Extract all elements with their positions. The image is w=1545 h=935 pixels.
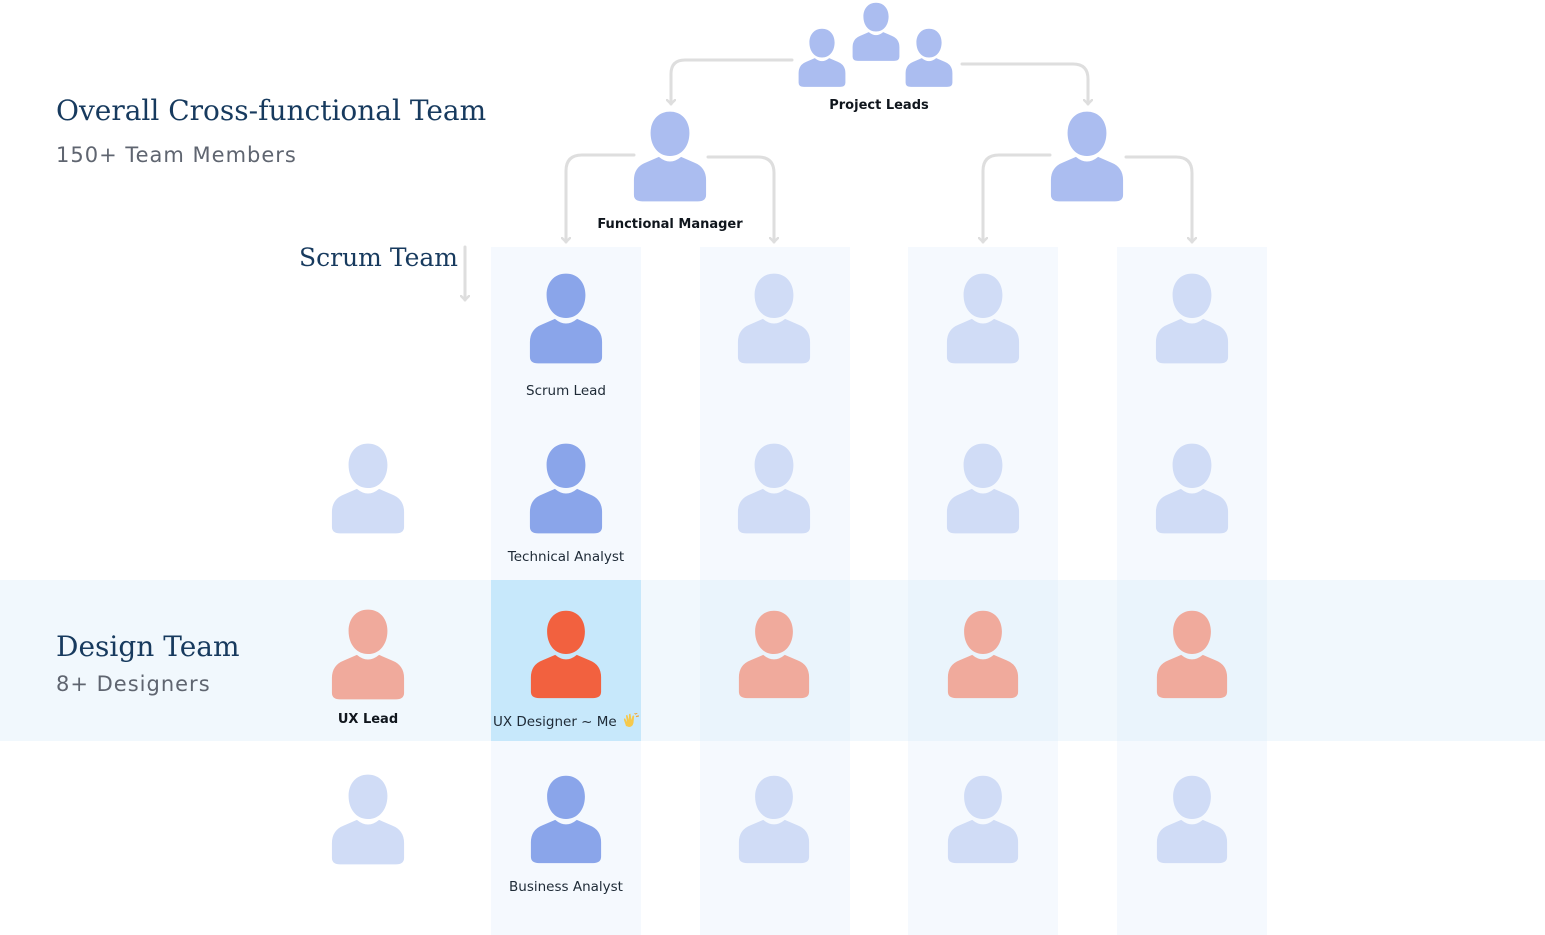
technical-analyst-label: Technical Analyst	[507, 549, 625, 565]
business-analyst-label: Business Analyst	[509, 879, 623, 895]
person-icon	[947, 610, 1019, 699]
person-icon	[852, 2, 900, 61]
person-icon	[738, 610, 810, 699]
ux-designer-me-text: UX Designer ~ Me	[492, 714, 617, 730]
person-icon	[798, 28, 846, 87]
person-icon	[905, 28, 953, 87]
design-team-title: Design Team	[56, 630, 240, 663]
person-icon	[947, 775, 1019, 864]
person-icon	[331, 443, 405, 534]
connector-manager2-col4	[1124, 155, 1192, 244]
person-icon	[1155, 273, 1229, 364]
project-leads-label: Project Leads	[829, 98, 929, 113]
person-icon	[1050, 111, 1124, 202]
person-icon	[530, 610, 602, 699]
scrum-lead-label: Scrum Lead	[526, 383, 606, 399]
ux-designer-me-label: UX Designer ~ Me	[492, 711, 640, 730]
design-team-subtitle: 8+ Designers	[56, 672, 211, 696]
person-icon	[738, 775, 810, 864]
person-icon	[737, 443, 811, 534]
connector-manager2-col3	[983, 153, 1052, 244]
page-subtitle: 150+ Team Members	[56, 143, 297, 167]
connector-leads-right	[960, 62, 1088, 106]
functional-manager-label: Functional Manager	[597, 217, 743, 232]
person-icon	[633, 111, 707, 202]
person-icon	[1156, 610, 1228, 699]
scrum-team-title: Scrum Team	[299, 243, 458, 272]
person-icon	[1155, 443, 1229, 534]
person-icon	[1156, 775, 1228, 864]
person-icon	[946, 273, 1020, 364]
person-icon	[946, 443, 1020, 534]
ux-lead-label: UX Lead	[337, 712, 399, 727]
connector-manager-col2	[706, 155, 774, 244]
connector-leads-left	[671, 58, 794, 106]
clapping-hands-icon	[623, 711, 640, 727]
connector-manager-col1	[566, 153, 636, 244]
page-title: Overall Cross-functional Team	[56, 94, 487, 127]
person-icon	[737, 273, 811, 364]
person-icon	[331, 774, 405, 865]
person-icon	[331, 609, 405, 700]
person-icon	[530, 775, 602, 864]
person-icon	[529, 443, 603, 534]
person-icon	[529, 273, 603, 364]
